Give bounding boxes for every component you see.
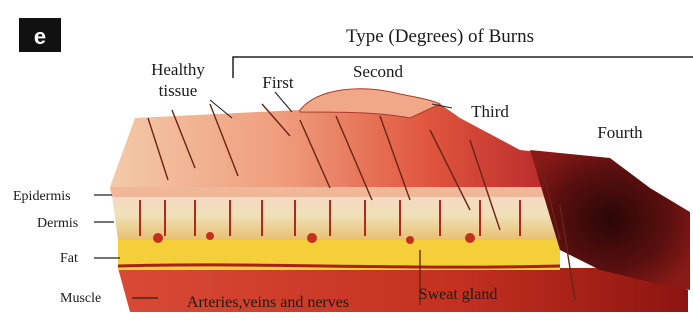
label-epidermis: Epidermis — [13, 189, 71, 204]
label-healthy-line1: Healthy — [151, 60, 205, 79]
label-muscle: Muscle — [60, 291, 101, 306]
panel-letter: e — [34, 24, 46, 49]
label-first-degree: First — [262, 73, 293, 92]
panel-badge: e — [19, 18, 61, 52]
epidermis-layer — [110, 187, 560, 197]
dermis-layer — [112, 195, 560, 240]
label-healthy-line2: tissue — [159, 81, 198, 100]
label-fourth-degree: Fourth — [597, 123, 643, 142]
label-dermis: Dermis — [37, 216, 78, 231]
label-arteries-veins-nerves: Arteries,veins and nerves — [187, 294, 349, 311]
title-bracket — [233, 57, 693, 78]
label-fat: Fat — [60, 251, 78, 266]
label-third-degree: Third — [471, 102, 509, 121]
label-sweat-gland: Sweat gland — [419, 286, 498, 303]
label-second-degree: Second — [353, 62, 404, 81]
figure-title: Type (Degrees) of Burns — [346, 26, 534, 47]
